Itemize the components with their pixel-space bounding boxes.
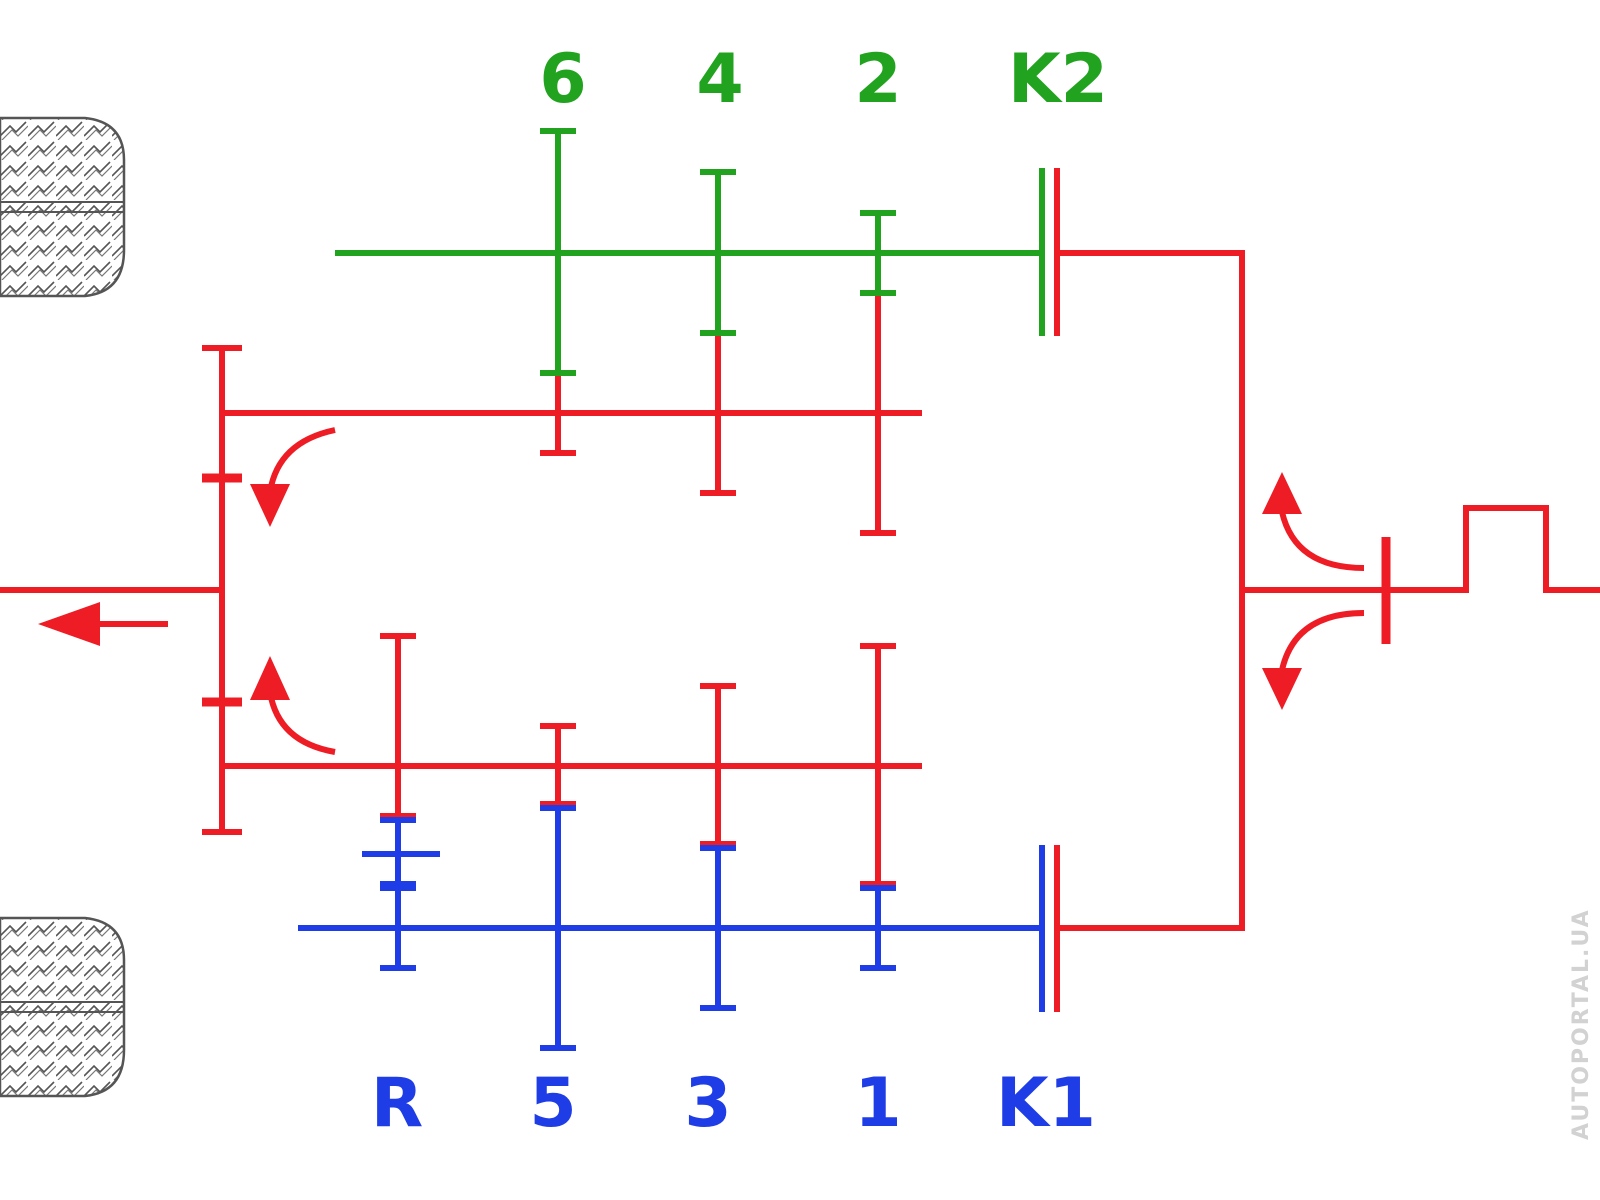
label-gear-5: 5 (529, 1064, 576, 1143)
label-gear-4: 4 (696, 40, 743, 119)
label-gear-r: R (371, 1064, 423, 1143)
label-clutch-k2: K2 (1008, 40, 1108, 119)
curved-arrow-icon (267, 691, 336, 755)
even-shaft (335, 128, 1045, 376)
label-gear-1: 1 (854, 1064, 901, 1143)
flow-arrows (38, 427, 1365, 755)
gear-labels: 6 4 2 K2 R 5 3 1 K1 (371, 40, 1108, 1143)
power-flow (0, 168, 1600, 1012)
curved-arrow-icon (1279, 610, 1365, 671)
label-gear-2: 2 (854, 40, 901, 119)
curved-arrow-icon (1279, 511, 1365, 571)
clutch-feed-k2 (1060, 250, 1245, 931)
tire-bottom-icon (0, 916, 126, 1098)
tire-top-icon (0, 116, 126, 298)
odd-shaft (298, 805, 1045, 1051)
label-gear-3: 3 (684, 1064, 731, 1143)
engine-input-shaft (1242, 505, 1600, 593)
label-gear-6: 6 (539, 40, 586, 119)
label-clutch-k1: K1 (996, 1064, 1096, 1143)
watermark: AUTOPORTAL.UA (1569, 908, 1594, 1140)
curved-arrow-icon (267, 427, 336, 493)
